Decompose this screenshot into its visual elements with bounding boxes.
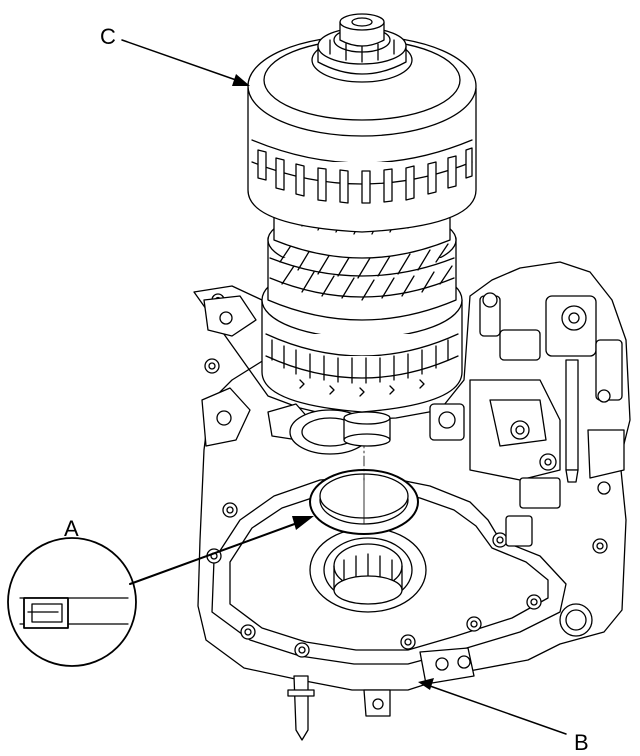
callout-label-a: A: [64, 516, 79, 541]
leader-lines: [121, 39, 567, 735]
shaft-assembly: [247, 13, 477, 413]
left-housing-details: [201, 295, 311, 447]
callout-label-b: B: [574, 730, 589, 755]
bearing-in-bore: [309, 527, 427, 613]
valve-body-details: [429, 292, 625, 637]
detail-circle-a: [7, 537, 137, 667]
thrust-washer: [309, 469, 419, 535]
lower-mounts: [287, 647, 475, 741]
shaft-lower-end: [289, 409, 391, 455]
arrowheads: [232, 74, 434, 690]
callout-label-c: C: [100, 24, 116, 49]
